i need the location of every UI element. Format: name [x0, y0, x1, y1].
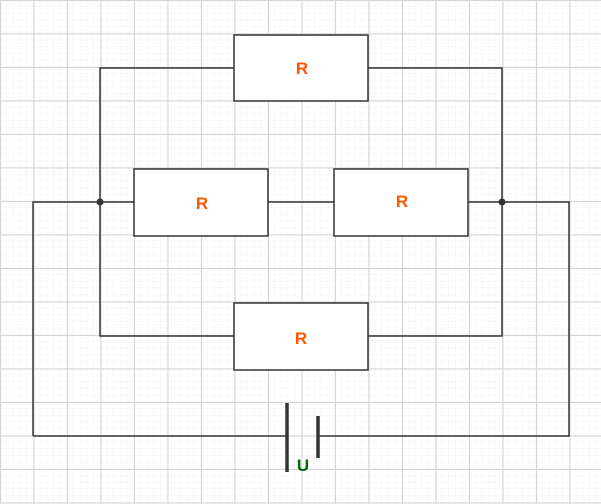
resistor-bottom: [233, 302, 369, 371]
resistor-top-label: R: [296, 59, 308, 78]
resistor-middle-left-label: R: [196, 194, 208, 213]
resistor-middle-right-label: R: [396, 192, 408, 211]
source-label: U: [297, 456, 309, 475]
resistor-top: [233, 34, 369, 102]
battery: [285, 403, 320, 472]
resistor-bottom-label: R: [295, 329, 307, 348]
junction-node-left: [96, 198, 104, 206]
resistor-middle-left: [133, 168, 269, 237]
junction-node-right: [498, 198, 506, 206]
resistor-middle-right: [333, 168, 469, 237]
